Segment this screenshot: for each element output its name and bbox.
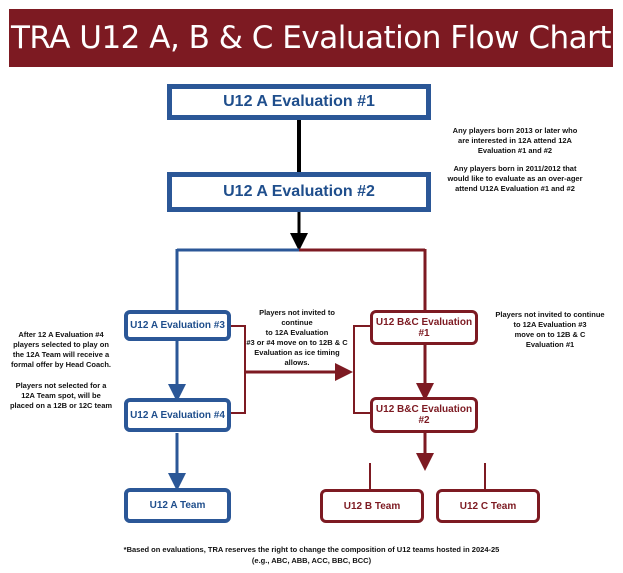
connector-left-bracket (231, 325, 246, 414)
note-line: formal offer by Head Coach. (10, 360, 112, 369)
note-line: the 12A Team will receive a (12, 350, 110, 359)
note-line: continue (281, 318, 313, 327)
note-line: attend U12A Evaluation #1 and #2 (455, 184, 575, 193)
note-not-selected: Players not selected for a 12A Team spot… (2, 381, 120, 411)
note-line: to 12A Evaluation #3 (513, 320, 587, 329)
connector-right-bracket (353, 325, 370, 414)
note-line: Evaluation #1 and #2 (477, 146, 553, 155)
note-line: 12A Team spot, will be (21, 391, 101, 400)
box-label: U12 A Evaluation #4 (130, 409, 225, 421)
note-line: allows. (284, 358, 310, 367)
box-label: U12 A Evaluation #1 (223, 93, 375, 110)
box-u12-bc-eval-1: U12 B&C Evaluation #1 (370, 310, 478, 345)
box-u12a-eval-3: U12 A Evaluation #3 (124, 310, 231, 341)
note-line: players selected to play on (13, 340, 109, 349)
note-not-invited-right: Players not invited to continue to 12A E… (487, 310, 613, 350)
box-u12-b-team: U12 B Team (320, 489, 424, 523)
note-line: would like to evaluate as an over-ager (447, 174, 583, 183)
note-line: Players not invited to continue (495, 310, 605, 319)
note-line: #3 or #4 move on to 12B & C (246, 338, 348, 347)
footer-examples: (e.g., ABC, ABB, ACC, BBC, BCC) (251, 556, 372, 565)
note-line: to 12A Evaluation (265, 328, 329, 337)
note-line: Evaluation #1 (525, 340, 575, 349)
box-u12a-eval-4: U12 A Evaluation #4 (124, 398, 231, 432)
note-born-2013: Any players born 2013 or later who are i… (440, 126, 590, 156)
box-label: U12 B Team (343, 500, 401, 512)
box-label-line2: #1 (418, 327, 430, 339)
note-not-invited-center: Players not invited to continue to 12A E… (242, 308, 352, 368)
note-line: Any players born 2013 or later who (452, 126, 578, 135)
note-line: Any players born in 2011/2012 that (453, 164, 577, 173)
page-title: TRA U12 A, B & C Evaluation Flow Chart (9, 9, 613, 67)
box-label: U12 A Evaluation #2 (223, 183, 375, 200)
note-line: Players not invited to (259, 308, 335, 317)
note-line: Evaluation as ice timing (254, 348, 340, 357)
note-line: Players not selected for a (15, 381, 107, 390)
box-label: U12 A Team (149, 500, 206, 511)
note-line: move on to 12B & C (514, 330, 586, 339)
box-label-line2: #2 (418, 415, 430, 426)
note-line: are interested in 12A attend 12A (458, 136, 572, 145)
footer-disclaimer: *Based on evaluations, TRA reserves the … (123, 545, 500, 554)
box-u12a-eval-2: U12 A Evaluation #2 (167, 172, 431, 212)
box-label: U12 C Team (459, 500, 517, 512)
box-label-line1: U12 B&C Evaluation (375, 316, 473, 328)
box-u12-a-team: U12 A Team (124, 488, 231, 523)
box-u12-bc-eval-2: U12 B&C Evaluation #2 (370, 397, 478, 433)
note-line: placed on a 12B or 12C team (9, 401, 113, 410)
box-u12-c-team: U12 C Team (436, 489, 540, 523)
note-over-ager: Any players born in 2011/2012 that would… (437, 164, 593, 194)
note-line: After 12 A Evaluation #4 (18, 330, 104, 339)
box-u12a-eval-1: U12 A Evaluation #1 (167, 84, 431, 120)
box-label: U12 A Evaluation #3 (130, 320, 225, 331)
note-after-eval-4: After 12 A Evaluation #4 players selecte… (2, 330, 120, 370)
box-label-line1: U12 B&C Evaluation (375, 404, 473, 415)
